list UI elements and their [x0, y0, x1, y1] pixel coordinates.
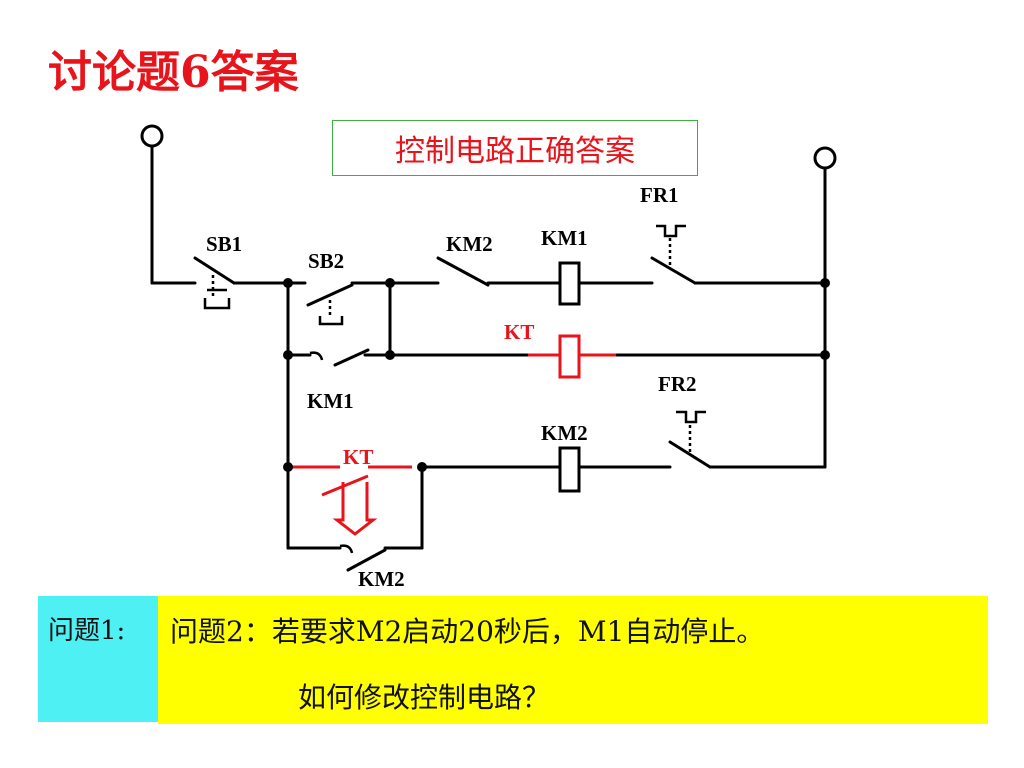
- kt-highlight: [288, 334, 616, 536]
- question2-line1: 问题2：若要求M2启动20秒后，M1自动停止。: [170, 615, 765, 648]
- page-title: 讨论题6答案: [48, 47, 299, 98]
- question1-label: 问题1:: [48, 616, 126, 646]
- junction-dots: [283, 278, 830, 472]
- subtitle-text: 控制电路正确答案: [395, 134, 635, 169]
- label-sb1: SB1: [206, 232, 242, 256]
- question2-line2: 如何修改控制电路？: [298, 681, 551, 714]
- question2-box: 问题2：若要求M2启动20秒后，M1自动停止。 如何修改控制电路？: [158, 596, 988, 724]
- left-terminal: [140, 124, 164, 148]
- label-km2-coil: KM2: [541, 421, 588, 445]
- label-sb2: SB2: [308, 249, 344, 273]
- label-km1-contact: KM1: [307, 389, 354, 413]
- label-kt-contact: KT: [343, 445, 373, 469]
- label-km2-contact-top: KM2: [446, 232, 493, 256]
- contact-details: [203, 224, 706, 554]
- label-km2-contact-bottom: KM2: [358, 567, 405, 591]
- label-fr2: FR2: [658, 372, 697, 396]
- label-km1-coil: KM1: [541, 226, 588, 250]
- wires: [150, 144, 827, 572]
- label-fr1: FR1: [640, 183, 679, 207]
- subtitle-box: 控制电路正确答案: [332, 120, 698, 176]
- label-kt-coil: KT: [504, 320, 534, 344]
- right-terminal: [813, 146, 837, 170]
